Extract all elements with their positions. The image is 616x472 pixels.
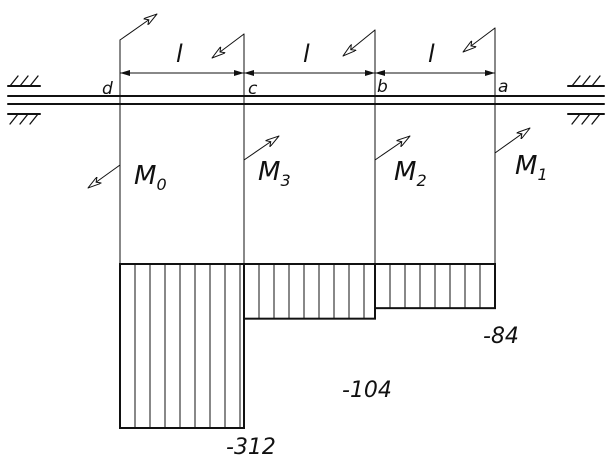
moment-label-m2: M2 — [394, 157, 427, 190]
point-label-b: b — [377, 77, 388, 97]
point-label-c: c — [248, 79, 258, 99]
point-label-d: d — [102, 79, 113, 99]
right-fixed-support — [567, 75, 605, 125]
torque-value-cb: -104 — [342, 378, 392, 403]
torque-value-dc: -312 — [226, 435, 276, 460]
torque-block-cb — [243, 263, 376, 320]
torque-value-ba: -84 — [483, 324, 519, 349]
length-label-dc: l — [176, 40, 183, 68]
moment-label-m3: M3 — [258, 157, 291, 190]
section-lines — [119, 27, 496, 265]
length-label-cb: l — [303, 40, 310, 68]
torque-block-dc — [119, 263, 245, 429]
moment-label-m0: M0 — [134, 161, 167, 194]
top-vector-indicators — [119, 14, 496, 58]
shaft — [7, 95, 605, 105]
left-fixed-support — [7, 75, 41, 125]
point-label-a: a — [498, 77, 508, 97]
torque-blocks — [119, 263, 496, 429]
moment-label-m1: M1 — [515, 151, 548, 184]
torque-diagram — [119, 263, 496, 429]
length-label-ba: l — [428, 40, 435, 68]
moment-vectors — [88, 128, 530, 188]
